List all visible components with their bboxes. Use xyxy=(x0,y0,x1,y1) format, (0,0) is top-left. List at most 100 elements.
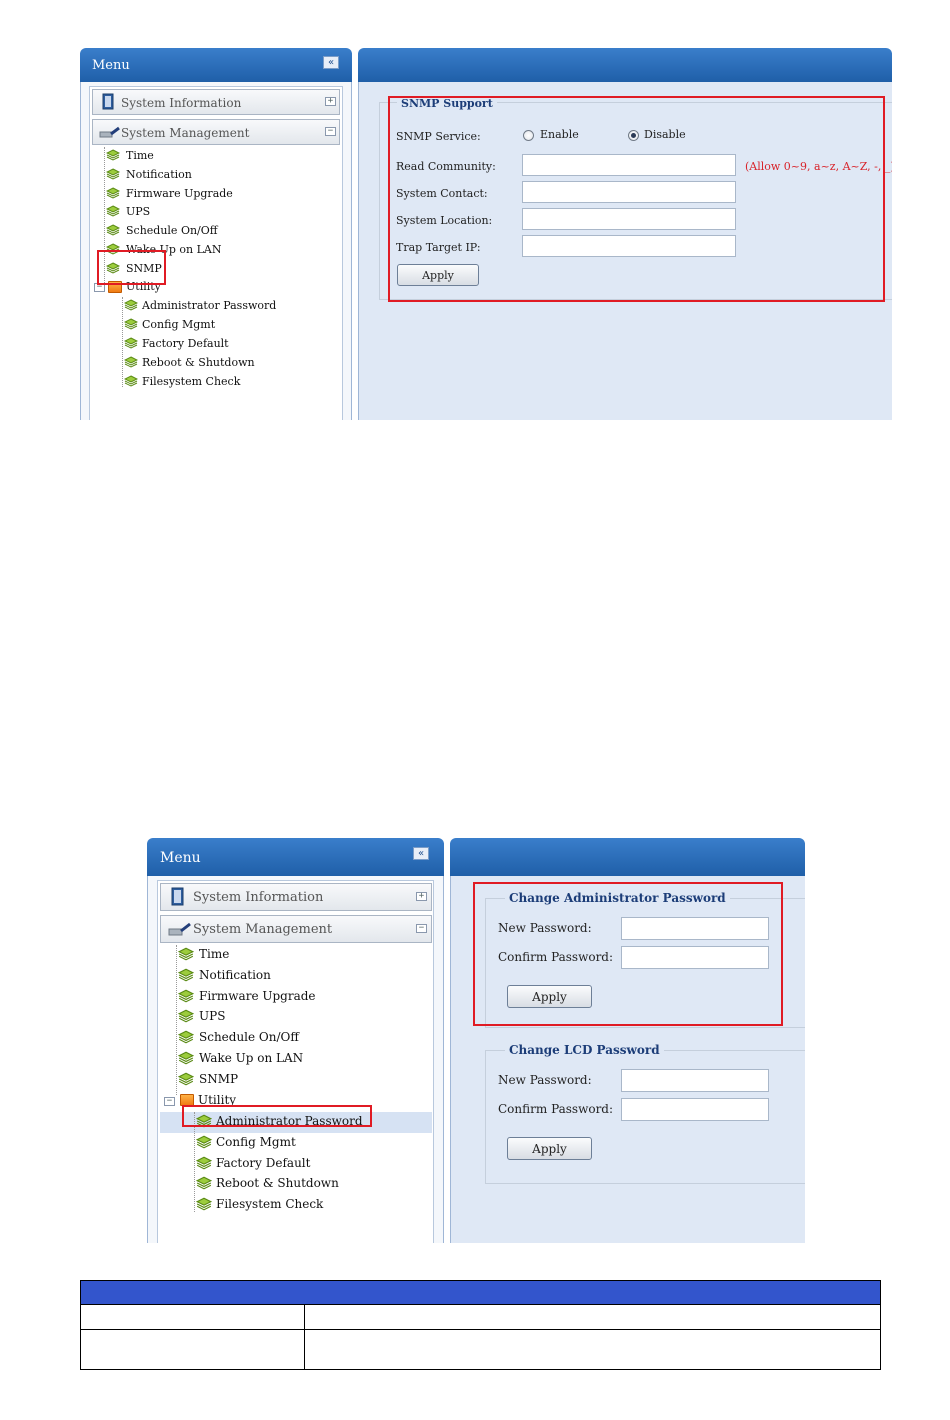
tree-connector xyxy=(194,1112,195,1212)
admin-apply-button[interactable]: Apply xyxy=(507,985,592,1008)
menu-item-label: Config Mgmt xyxy=(142,318,216,331)
snmp-legend: SNMP Support xyxy=(397,97,497,110)
content-header-bar xyxy=(450,838,805,876)
admin-password-legend: Change Administrator Password xyxy=(505,891,730,905)
menu-header-bar xyxy=(147,838,444,876)
menu-header: Menu « xyxy=(80,48,352,82)
lcd-confirm-password-input[interactable] xyxy=(621,1098,769,1121)
read-community-label: Read Community: xyxy=(396,160,496,173)
green-stack-icon xyxy=(106,149,120,161)
snmp-enable-radio[interactable] xyxy=(523,130,534,141)
green-stack-icon xyxy=(106,187,120,199)
menu-title: Menu xyxy=(92,58,130,73)
trap-target-input[interactable] xyxy=(522,235,736,257)
green-stack-icon xyxy=(178,1072,194,1086)
lcd-new-password-input[interactable] xyxy=(621,1069,769,1092)
expand-icon[interactable]: + xyxy=(416,892,427,901)
section-label: System Management xyxy=(121,126,250,140)
admin-confirm-password-input[interactable] xyxy=(621,946,769,969)
menu-tree: System Information + System Management −… xyxy=(89,86,343,420)
book-icon xyxy=(102,93,114,110)
snmp-fieldset xyxy=(379,102,892,300)
tree-connector xyxy=(176,945,177,1095)
system-contact-label: System Contact: xyxy=(396,187,488,200)
tree-connector xyxy=(122,297,123,387)
menu-item-label: Time xyxy=(199,947,230,961)
wrench-icon xyxy=(168,922,191,936)
menu-item-label: UPS xyxy=(126,205,151,218)
section-label: System Management xyxy=(193,922,333,937)
green-stack-icon xyxy=(124,375,138,387)
green-stack-icon xyxy=(106,168,120,180)
green-stack-icon xyxy=(196,1197,212,1211)
collapse-icon[interactable]: − xyxy=(416,924,427,933)
green-stack-icon xyxy=(124,356,138,368)
orange-folder-icon xyxy=(108,281,122,293)
table-row xyxy=(81,1305,880,1330)
collapse-icon[interactable]: − xyxy=(164,1097,175,1106)
read-community-hint: (Allow 0~9, a~z, A~Z, -, _) xyxy=(745,160,892,173)
trap-target-label: Trap Target IP: xyxy=(396,241,481,254)
section-system-management[interactable]: System Management − xyxy=(92,119,340,145)
expand-icon[interactable]: + xyxy=(325,97,336,106)
menu-collapse-button[interactable]: « xyxy=(413,847,429,860)
menu-item-label: Filesystem Check xyxy=(142,375,241,388)
green-stack-icon xyxy=(196,1156,212,1170)
green-stack-icon xyxy=(178,968,194,982)
menu-item-label: Reboot & Shutdown xyxy=(142,356,255,369)
book-icon xyxy=(171,887,184,906)
menu-item-label: SNMP xyxy=(126,262,162,275)
content-area: Change Administrator Password New Passwo… xyxy=(450,876,805,1243)
menu-item-label: Factory Default xyxy=(216,1156,311,1170)
tree-connector xyxy=(104,147,105,285)
menu-item-label: Firmware Upgrade xyxy=(199,989,316,1003)
content-area: SNMP Support SNMP Service: Enable Disabl… xyxy=(358,82,892,420)
section-system-management[interactable]: System Management − xyxy=(160,915,432,943)
menu-group-label: Utility xyxy=(126,280,161,293)
menu-item-label: SNMP xyxy=(199,1072,239,1086)
menu-item-label: UPS xyxy=(199,1009,226,1023)
green-stack-icon xyxy=(106,224,120,236)
admin-new-password-input[interactable] xyxy=(621,917,769,940)
system-location-label: System Location: xyxy=(396,214,493,227)
green-stack-icon xyxy=(178,1030,194,1044)
collapse-icon[interactable]: − xyxy=(94,283,105,292)
snmp-enable-label: Enable xyxy=(540,128,579,141)
menu-item-label: Notification xyxy=(199,968,271,982)
section-system-information[interactable]: System Information + xyxy=(92,89,340,115)
system-location-input[interactable] xyxy=(522,208,736,230)
lcd-apply-button[interactable]: Apply xyxy=(507,1137,592,1160)
snmp-apply-button[interactable]: Apply xyxy=(397,264,479,286)
green-stack-icon xyxy=(178,1051,194,1065)
green-stack-icon xyxy=(196,1114,212,1128)
section-system-information[interactable]: System Information + xyxy=(160,883,432,911)
selected-row-highlight xyxy=(160,1112,432,1133)
menu-item-label: Config Mgmt xyxy=(216,1135,296,1149)
orange-folder-icon xyxy=(180,1094,194,1106)
green-stack-icon xyxy=(178,1009,194,1023)
snmp-service-label: SNMP Service: xyxy=(396,130,481,143)
section-label: System Information xyxy=(121,96,242,110)
collapse-icon[interactable]: − xyxy=(325,127,336,136)
menu-item-label: Notification xyxy=(126,168,192,181)
green-stack-icon xyxy=(124,318,138,330)
green-stack-icon xyxy=(178,947,194,961)
green-stack-icon xyxy=(124,299,138,311)
menu-group-label: Utility xyxy=(198,1093,237,1107)
menu-item-label: Firmware Upgrade xyxy=(126,187,233,200)
green-stack-icon xyxy=(196,1135,212,1149)
menu-item-label: Wake Up on LAN xyxy=(199,1051,304,1065)
green-stack-icon xyxy=(106,243,120,255)
menu-collapse-button[interactable]: « xyxy=(323,56,339,69)
snmp-disable-label: Disable xyxy=(644,128,686,141)
read-community-input[interactable] xyxy=(522,154,736,176)
table-row xyxy=(81,1330,880,1370)
system-contact-input[interactable] xyxy=(522,181,736,203)
snmp-disable-radio[interactable] xyxy=(628,130,639,141)
lcd-password-legend: Change LCD Password xyxy=(505,1043,664,1057)
green-stack-icon xyxy=(178,989,194,1003)
menu-item-label: Schedule On/Off xyxy=(199,1030,299,1044)
menu-item-label: Reboot & Shutdown xyxy=(216,1176,339,1190)
table-header xyxy=(81,1281,880,1305)
snmp-screenshot: Menu « System Information + System Manag… xyxy=(80,48,892,420)
